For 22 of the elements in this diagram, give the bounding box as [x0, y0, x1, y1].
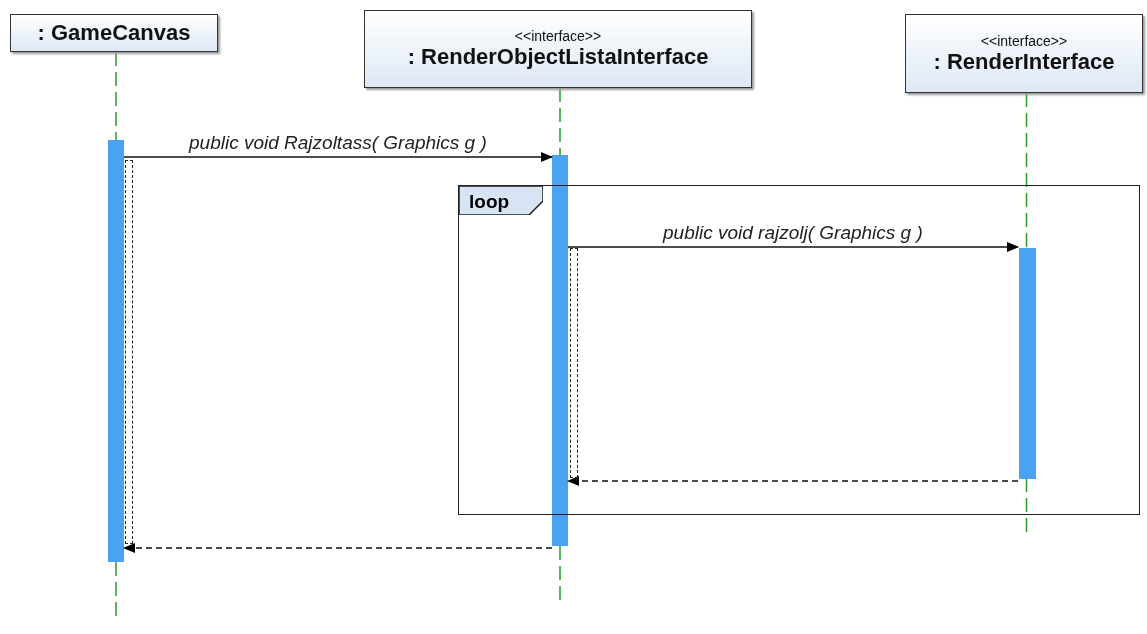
message-arrow	[123, 152, 553, 162]
loop-frame	[458, 185, 1140, 515]
return-arrow	[567, 476, 1019, 486]
lifeline	[1025, 92, 1028, 248]
stereotype-label: <<interface>>	[980, 32, 1068, 49]
object-name: : RenderInterface	[933, 48, 1115, 75]
message-arrow	[567, 242, 1019, 252]
activation-outline	[125, 160, 133, 544]
lifeline-head	[364, 10, 752, 88]
lifeline-head	[10, 14, 218, 52]
lifeline-head	[905, 14, 1143, 93]
object-name: : GameCanvas	[37, 20, 191, 46]
activation-bar	[552, 155, 568, 546]
return-arrow	[123, 543, 553, 553]
activation-outline	[570, 248, 578, 478]
stereotype-label: <<interface>>	[514, 28, 602, 44]
lifeline	[559, 87, 561, 156]
activation-bar	[1019, 248, 1036, 479]
lifeline	[115, 51, 117, 141]
object-name: : RenderObjectListaInterface	[407, 44, 709, 70]
fragment-label: loop	[469, 191, 510, 213]
activation-bar	[108, 140, 124, 562]
